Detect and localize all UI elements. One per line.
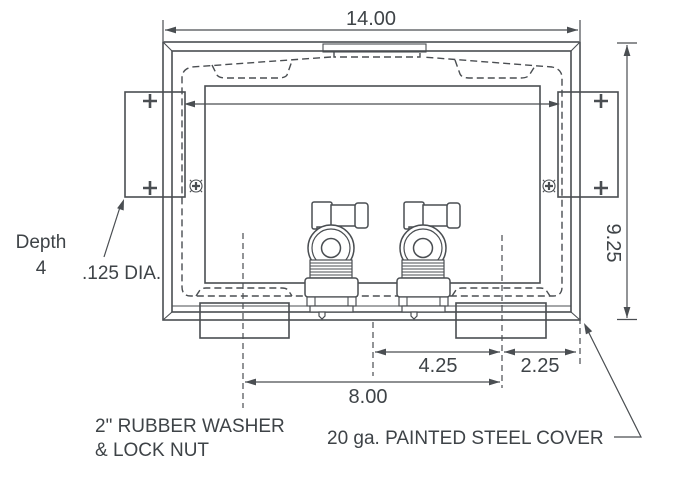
screw-head-icon-right bbox=[542, 179, 556, 193]
mounting-hole-cross-icon bbox=[594, 94, 608, 108]
mounting-bracket-left bbox=[124, 91, 186, 198]
depth-label-line1: Depth bbox=[16, 232, 67, 253]
valve-hose-outlet-bore bbox=[412, 237, 434, 259]
cover-inner-edge bbox=[171, 50, 572, 313]
valve-thread-hatch bbox=[310, 262, 352, 276]
dim-knockout-to-edge: 2.25 bbox=[504, 348, 576, 377]
hose-valve-left bbox=[304, 201, 369, 320]
dim-overall-height: 9.25 bbox=[602, 42, 637, 321]
cover-note-label: 20 ga. PAINTED STEEL COVER bbox=[327, 428, 604, 449]
recessed-box-bottom-right-knockout-dashed bbox=[451, 287, 551, 297]
arrowhead-right-icon bbox=[549, 100, 560, 108]
hole-diameter-label: .125 DIA. bbox=[82, 263, 161, 284]
mounting-hole-cross-icon bbox=[594, 181, 608, 195]
arrowhead-left-icon bbox=[184, 100, 195, 108]
arrowhead-left-icon bbox=[504, 348, 515, 356]
mounting-hole-cross-icon bbox=[143, 94, 157, 108]
arrowhead-left-icon bbox=[245, 378, 256, 386]
screw-head-icon-left bbox=[189, 179, 203, 193]
drain-knockout-right bbox=[455, 302, 547, 339]
box-opening bbox=[204, 85, 541, 284]
cover-frame bbox=[162, 41, 581, 321]
dim-overall-width: 14.00 bbox=[162, 8, 581, 41]
recessed-box-bottom-left-knockout-dashed bbox=[195, 287, 293, 297]
cover-corner-bevels bbox=[162, 41, 581, 321]
valve-thread-hatch bbox=[402, 262, 444, 276]
dim-knockout-to-edge-label: 2.25 bbox=[521, 355, 560, 377]
valve-body-base bbox=[304, 277, 359, 298]
dim-valve-to-knockout: 4.25 bbox=[375, 348, 500, 377]
dim-valve-to-knockout-label: 4.25 bbox=[419, 355, 458, 377]
dim-overall-width-label: 14.00 bbox=[346, 8, 396, 30]
valve-mount-band bbox=[398, 296, 449, 307]
recessed-box-outline bbox=[181, 56, 563, 297]
centerlines bbox=[242, 233, 581, 408]
mounting-bracket-left-plate bbox=[124, 91, 186, 198]
arrowhead-right-icon bbox=[489, 348, 500, 356]
recessed-box-dashed-outline bbox=[181, 52, 563, 297]
arrowhead-right-icon bbox=[489, 378, 500, 386]
leader-line bbox=[103, 203, 122, 258]
arrowhead-down-icon bbox=[623, 307, 631, 318]
valve-mount-band-tabs bbox=[314, 297, 349, 306]
depth-label-line2: 4 bbox=[36, 258, 47, 279]
cover-top-tab bbox=[322, 43, 427, 53]
valve-lever-cap bbox=[354, 202, 369, 229]
valve-lever-cap bbox=[446, 202, 461, 229]
valve-mount-prong bbox=[318, 311, 326, 320]
valve-body-base bbox=[396, 277, 451, 298]
valve-mount-band bbox=[306, 296, 357, 307]
dim-knockout-spacing: 8.00 bbox=[245, 378, 500, 408]
drain-knockout-left bbox=[199, 302, 290, 339]
hose-valve-right bbox=[396, 201, 461, 320]
valve-mount-strip bbox=[401, 305, 446, 313]
arrowhead-up-icon bbox=[623, 45, 631, 56]
recessed-box-top-right-recess bbox=[454, 59, 536, 79]
leader-line bbox=[585, 326, 642, 438]
arrowhead-left-icon bbox=[375, 348, 386, 356]
mounting-bracket-right-plate bbox=[557, 91, 619, 198]
dim-knockout-spacing-label: 8.00 bbox=[349, 386, 388, 408]
valve-hose-outlet-bore bbox=[320, 237, 342, 259]
dim-height-ticks bbox=[617, 42, 637, 321]
hole-diameter-leader bbox=[103, 199, 124, 258]
recessed-box-top-left-recess bbox=[211, 60, 293, 79]
valve-mount-prong bbox=[410, 311, 418, 320]
mounting-hole-cross-icon bbox=[143, 181, 157, 195]
cover-note-leader bbox=[584, 323, 642, 438]
arrowhead-right-icon bbox=[567, 26, 578, 34]
recessed-box-tab-outline bbox=[333, 52, 421, 58]
dim-overall-height-label: 9.25 bbox=[602, 224, 624, 263]
arrowhead-left-icon bbox=[165, 26, 176, 34]
valve-mount-strip bbox=[309, 305, 354, 313]
valve-mount-band-tabs bbox=[406, 297, 441, 306]
arrowhead-icon bbox=[117, 199, 124, 211]
washer-note-line1: 2" RUBBER WASHER bbox=[95, 416, 285, 437]
cover-outer-edge bbox=[162, 41, 581, 321]
washer-note-line2: & LOCK NUT bbox=[95, 440, 209, 461]
arrowhead-right-icon bbox=[565, 348, 576, 356]
interior-width-arrow bbox=[184, 100, 560, 108]
dim-width-extension-lines bbox=[162, 20, 581, 41]
mounting-bracket-right bbox=[557, 91, 619, 198]
arrowhead-icon bbox=[584, 323, 593, 335]
